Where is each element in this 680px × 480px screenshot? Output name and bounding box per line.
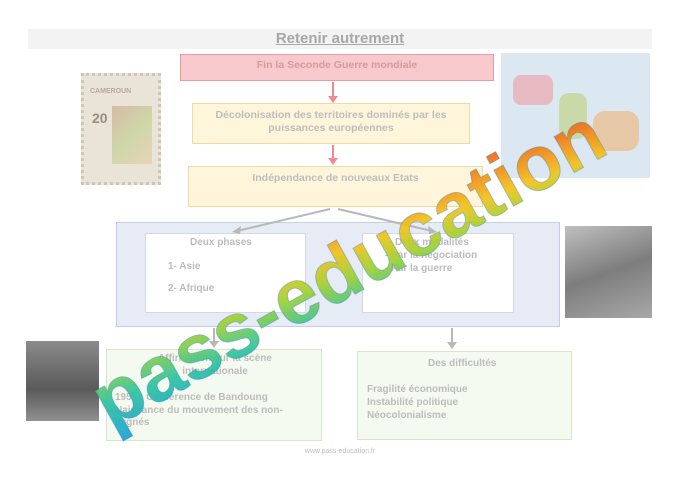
modalite-item: - Par la guerre [385,263,453,274]
box-independance: Indépendance de nouveaux Etats [188,166,483,207]
map-landmass-1 [513,75,553,105]
page-title: Retenir autrement [275,30,405,47]
phase-item: 2- Afrique [168,283,215,294]
world-map-image [501,53,650,178]
footer-url: www.pass-education.fr [304,448,376,455]
modalites-heading: Deux modalités [395,237,469,248]
map-landmass-2 [559,93,587,139]
arrow-1 [328,82,338,103]
photo-right [565,226,652,318]
arrow-split-left [232,208,331,234]
difficultes-heading: Des difficultés [428,358,497,369]
affirmation-body: 1955 : Conférence de Bandoung Naissance … [115,392,283,428]
arrow-down-left [209,328,219,348]
stamp-emblem [112,106,152,164]
box-affirmation: Affirmation sur la scène internationale … [106,349,322,441]
cameroun-stamp-image: CAMEROUN 20 [81,73,161,185]
difficulte-item: Instabilité politique [367,397,459,408]
title-bar [28,29,652,49]
stamp-value: 20 [92,110,108,126]
map-landmass-3 [593,111,639,151]
modalite-item: - Par la négociation [385,250,478,261]
arrow-down-right [447,328,457,349]
box-decolonisation: Décolonisation des territoires dominés p… [192,103,470,144]
phases-heading: Deux phases [190,237,252,248]
box-difficultes: Des difficultés Fragilité économique Ins… [357,351,572,440]
affirmation-heading: Affirmation sur la scène internationale [158,353,272,377]
box-fin-seconde-guerre: Fin la Seconde Guerre mondiale [180,54,494,81]
box-deux-phases: Deux phases 1- Asie 2- Afrique [145,233,306,313]
difficulte-item: Néocolonialisme [367,410,447,421]
arrow-2 [328,145,338,165]
box-deux-modalites: Deux modalités - Par la négociation - Pa… [362,233,514,313]
difficulte-item: Fragilité économique [367,384,468,395]
watermark-text: pass-education [76,90,619,444]
phase-item: 1- Asie [168,261,201,272]
photo-left [26,341,99,421]
arrow-split-right [337,208,437,234]
stamp-country: CAMEROUN [90,88,132,95]
